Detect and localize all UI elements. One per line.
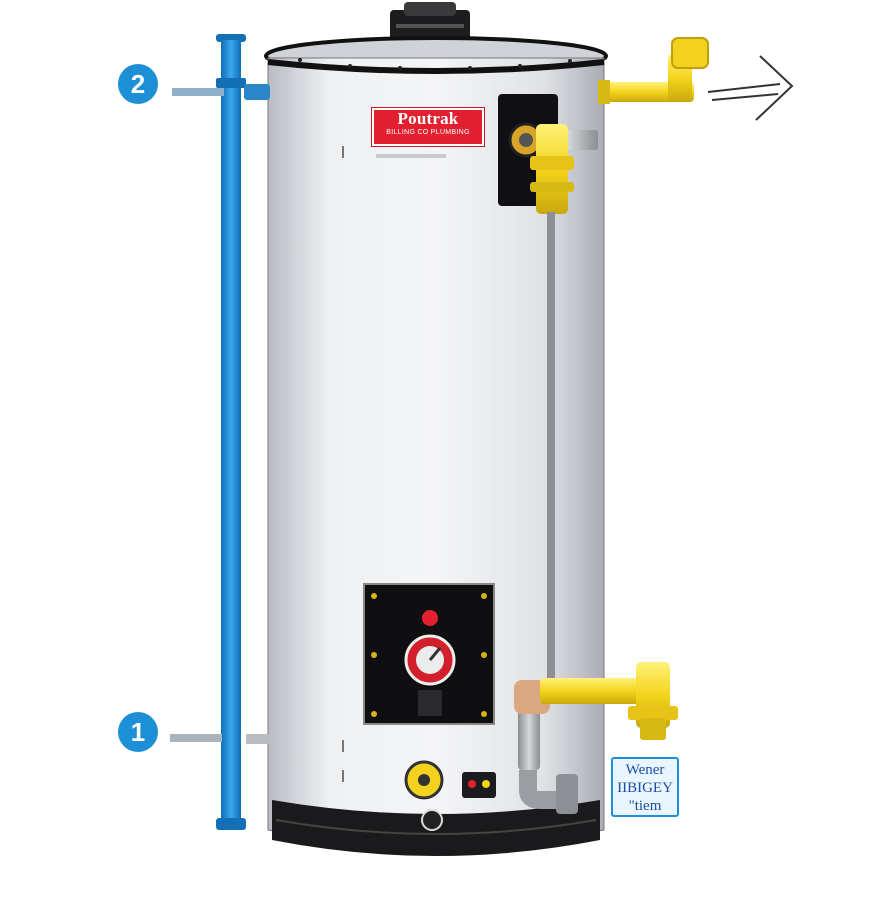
upper-access-panel <box>498 94 598 214</box>
info-tag-line-1: Wener <box>625 762 665 778</box>
burner-access-panel <box>363 583 495 725</box>
brand-label-frame <box>376 154 446 158</box>
drain-valve-icon <box>514 662 678 814</box>
brand-name: Poutrak <box>397 109 459 128</box>
gas-supply-line <box>547 212 555 682</box>
arrow-right-icon <box>707 55 794 121</box>
callout-badge-cold-inlet: 2 <box>118 64 158 104</box>
brand-subtitle: BILLING CO PLUMBING <box>386 129 470 136</box>
info-tag: Wener IIBIGEY "tiem <box>611 757 679 817</box>
info-tag-line-2: IIBIGEY <box>617 780 673 796</box>
callout-badge-lower-inlet: 1 <box>118 712 158 752</box>
cold-water-pipe <box>170 34 270 830</box>
tank-seam-marks <box>342 146 344 782</box>
hot-water-outlet-pipe <box>598 37 709 104</box>
thermostat-dial-icon <box>404 634 456 686</box>
brand-label: Poutrak BILLING CO PLUMBING <box>372 108 484 146</box>
gas-valve-icon <box>404 760 496 831</box>
info-tag-line-3: "tiem <box>628 798 662 814</box>
